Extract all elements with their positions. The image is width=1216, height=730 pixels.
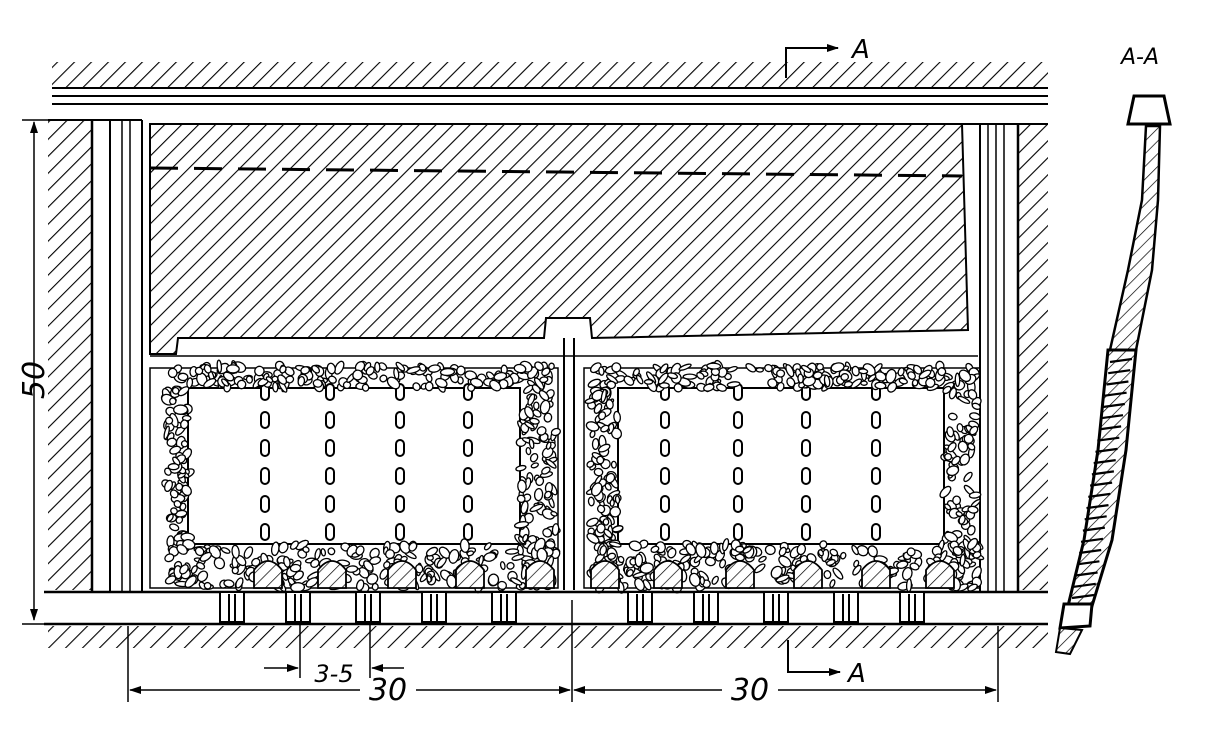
- central-pillar: [150, 338, 978, 590]
- span-dimensions: 30 30: [127, 600, 999, 708]
- draw-point-chutes: [219, 591, 925, 623]
- left-span-label: 30: [369, 673, 407, 708]
- right-rock-wall: [962, 123, 1048, 592]
- blast-line: [149, 166, 963, 178]
- ore-block: [149, 123, 970, 355]
- gap-label: 3-5: [314, 660, 353, 688]
- right-span-label: 30: [731, 673, 769, 708]
- height-label: 50: [17, 361, 52, 399]
- section-ladder: [1071, 357, 1133, 600]
- haulage-level: [44, 590, 1048, 648]
- section-marker-top-label: A: [850, 35, 870, 65]
- section-marker-top: A: [785, 35, 870, 78]
- section-view-title: A-A: [1119, 45, 1159, 70]
- section-marker-bottom-label: A: [846, 659, 866, 689]
- upper-rock-mass: [52, 62, 1048, 105]
- height-dimension: 50: [17, 119, 52, 625]
- broken-ore-rubble: [160, 359, 985, 594]
- section-marker-bottom: A: [787, 640, 866, 689]
- gap-dimension: 3-5: [264, 622, 404, 688]
- section-view-aa: A-A: [1054, 45, 1172, 656]
- left-rock-wall: [48, 119, 143, 592]
